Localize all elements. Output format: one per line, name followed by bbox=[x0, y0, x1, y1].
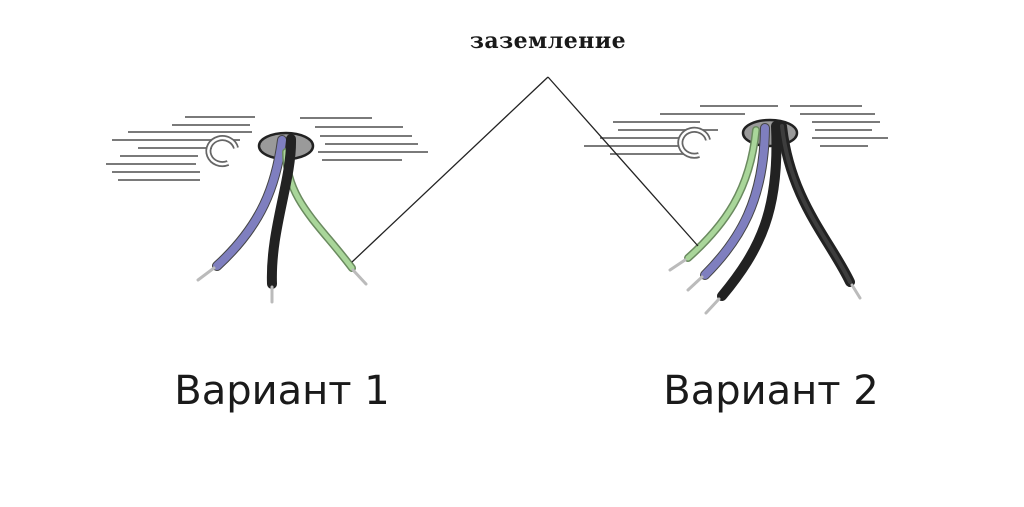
ceiling-lines-2 bbox=[584, 105, 888, 155]
wire-black-2b bbox=[777, 121, 862, 300]
wire-green-1 bbox=[282, 148, 368, 286]
wire-blue-2 bbox=[686, 123, 770, 292]
ground-label: заземление bbox=[469, 28, 627, 54]
wire-blue-1 bbox=[196, 135, 287, 282]
variant-1-label: Вариант 1 bbox=[174, 368, 390, 414]
ceiling-lines-1 bbox=[106, 116, 428, 181]
ground-pointer-lines bbox=[351, 76, 699, 263]
variant-2-fixture bbox=[584, 105, 888, 315]
wire-black-2a bbox=[704, 121, 782, 315]
variant-1-fixture bbox=[106, 116, 428, 304]
wire-green-2 bbox=[668, 126, 760, 272]
variant-2-label: Вариант 2 bbox=[663, 368, 879, 414]
wire-black-1 bbox=[266, 134, 297, 304]
